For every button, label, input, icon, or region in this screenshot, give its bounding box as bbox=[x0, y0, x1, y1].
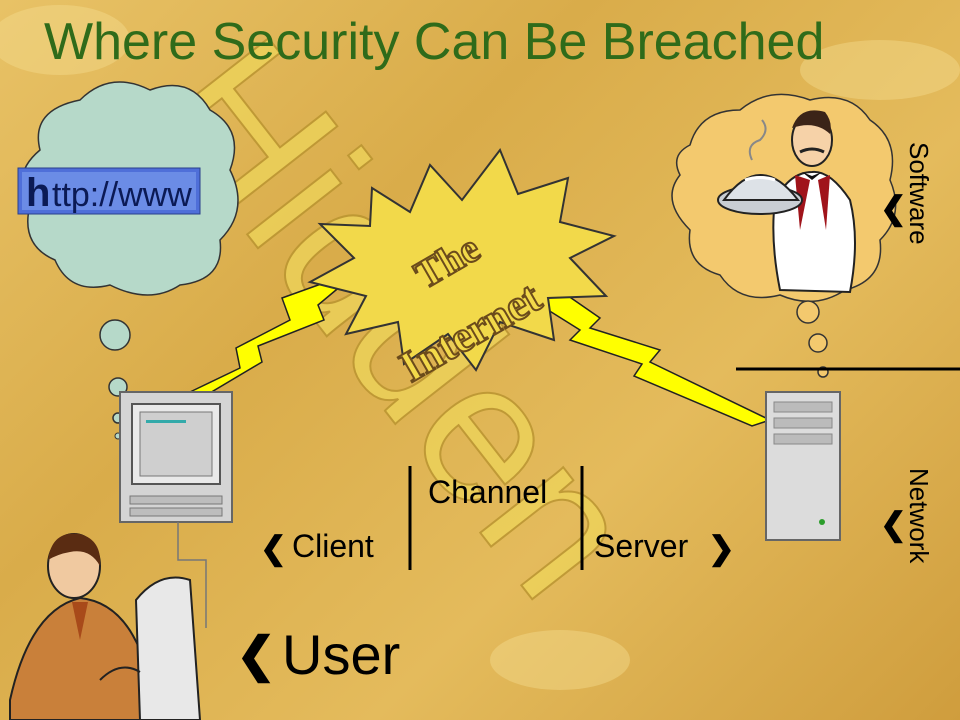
user-connector-line bbox=[177, 522, 207, 628]
user-illustration bbox=[9, 533, 202, 720]
http-badge-h: h bbox=[26, 171, 50, 215]
software-label: Software bbox=[904, 142, 934, 245]
chevron-left-icon: ❮ bbox=[236, 629, 277, 682]
server-tower bbox=[765, 391, 841, 541]
background-flowers bbox=[0, 5, 960, 690]
chevron-left-icon: ❮ bbox=[260, 530, 287, 566]
user-label: User bbox=[282, 623, 401, 686]
client-computer bbox=[119, 391, 233, 523]
http-badge-text: ttp://www bbox=[52, 176, 192, 214]
server-label: Server bbox=[594, 528, 689, 564]
chevron-left-icon: ❮ bbox=[880, 506, 907, 542]
chevron-right-icon: ❯ bbox=[708, 530, 735, 566]
network-label: Network bbox=[904, 468, 934, 564]
lightning-bolt-right bbox=[530, 281, 772, 427]
channel-label: Channel bbox=[428, 474, 548, 510]
client-label: Client bbox=[292, 528, 374, 564]
http-badge: h ttp://www bbox=[17, 167, 201, 215]
waiter-illustration bbox=[717, 110, 856, 294]
page-title: Where Security Can Be Breached bbox=[44, 13, 825, 71]
chevron-left-icon: ❮ bbox=[880, 190, 907, 226]
